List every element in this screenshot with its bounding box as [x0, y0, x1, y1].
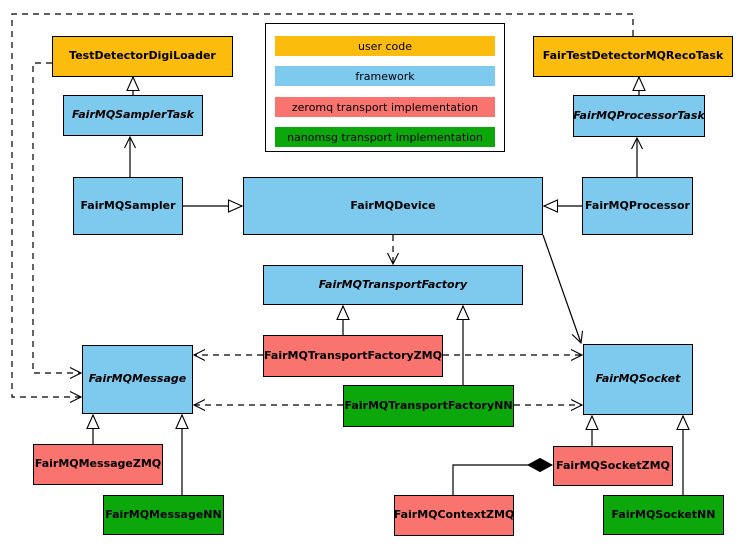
node-fairmqsampler: FairMQSampler: [73, 177, 183, 235]
legend-item-user-code: user code: [275, 36, 495, 56]
node-fairtestdetectormqrecotask: FairTestDetectorMQRecoTask: [533, 36, 733, 77]
edge-recotask-depends-message: [11, 13, 634, 403]
node-fairmqsocket: FairMQSocket: [583, 344, 693, 415]
node-fairmqsamplertask: FairMQSamplerTask: [63, 95, 203, 136]
node-fairmqprocessor: FairMQProcessor: [582, 177, 693, 235]
edge-device-uses-socket: [542, 234, 584, 345]
node-fairmqcontextzmq: FairMQContextZMQ: [394, 495, 514, 536]
node-fairmqtransportfactorynn: FairMQTransportFactoryNN: [343, 385, 514, 427]
node-fairmqsocketnn: FairMQSocketNN: [603, 495, 724, 535]
node-fairmqprocessortask: FairMQProcessorTask: [573, 95, 705, 137]
node-fairmqtransportfactory: FairMQTransportFactory: [263, 265, 523, 305]
legend: user code framework zeromq transport imp…: [265, 23, 505, 152]
node-fairmqdevice: FairMQDevice: [243, 177, 543, 235]
legend-item-zeromq: zeromq transport implementation: [275, 97, 495, 117]
edge-digiloader-depends-message: [32, 62, 83, 379]
legend-item-nanomsg: nanomsg transport implementation: [275, 127, 495, 147]
node-fairmqmessagenn: FairMQMessageNN: [103, 495, 224, 535]
node-testdetectordigiloader: TestDetectorDigiLoader: [52, 36, 233, 77]
node-fairmqsocketzmq: FairMQSocketZMQ: [553, 446, 673, 486]
legend-item-framework: framework: [275, 66, 495, 86]
node-fairmqmessage: FairMQMessage: [82, 345, 193, 414]
edge-socketzmq-owns-contextzmq: [452, 465, 552, 495]
node-fairmqmessagezmq: FairMQMessageZMQ: [33, 444, 163, 485]
node-fairmqtransportfactoryzmq: FairMQTransportFactoryZMQ: [263, 335, 443, 377]
